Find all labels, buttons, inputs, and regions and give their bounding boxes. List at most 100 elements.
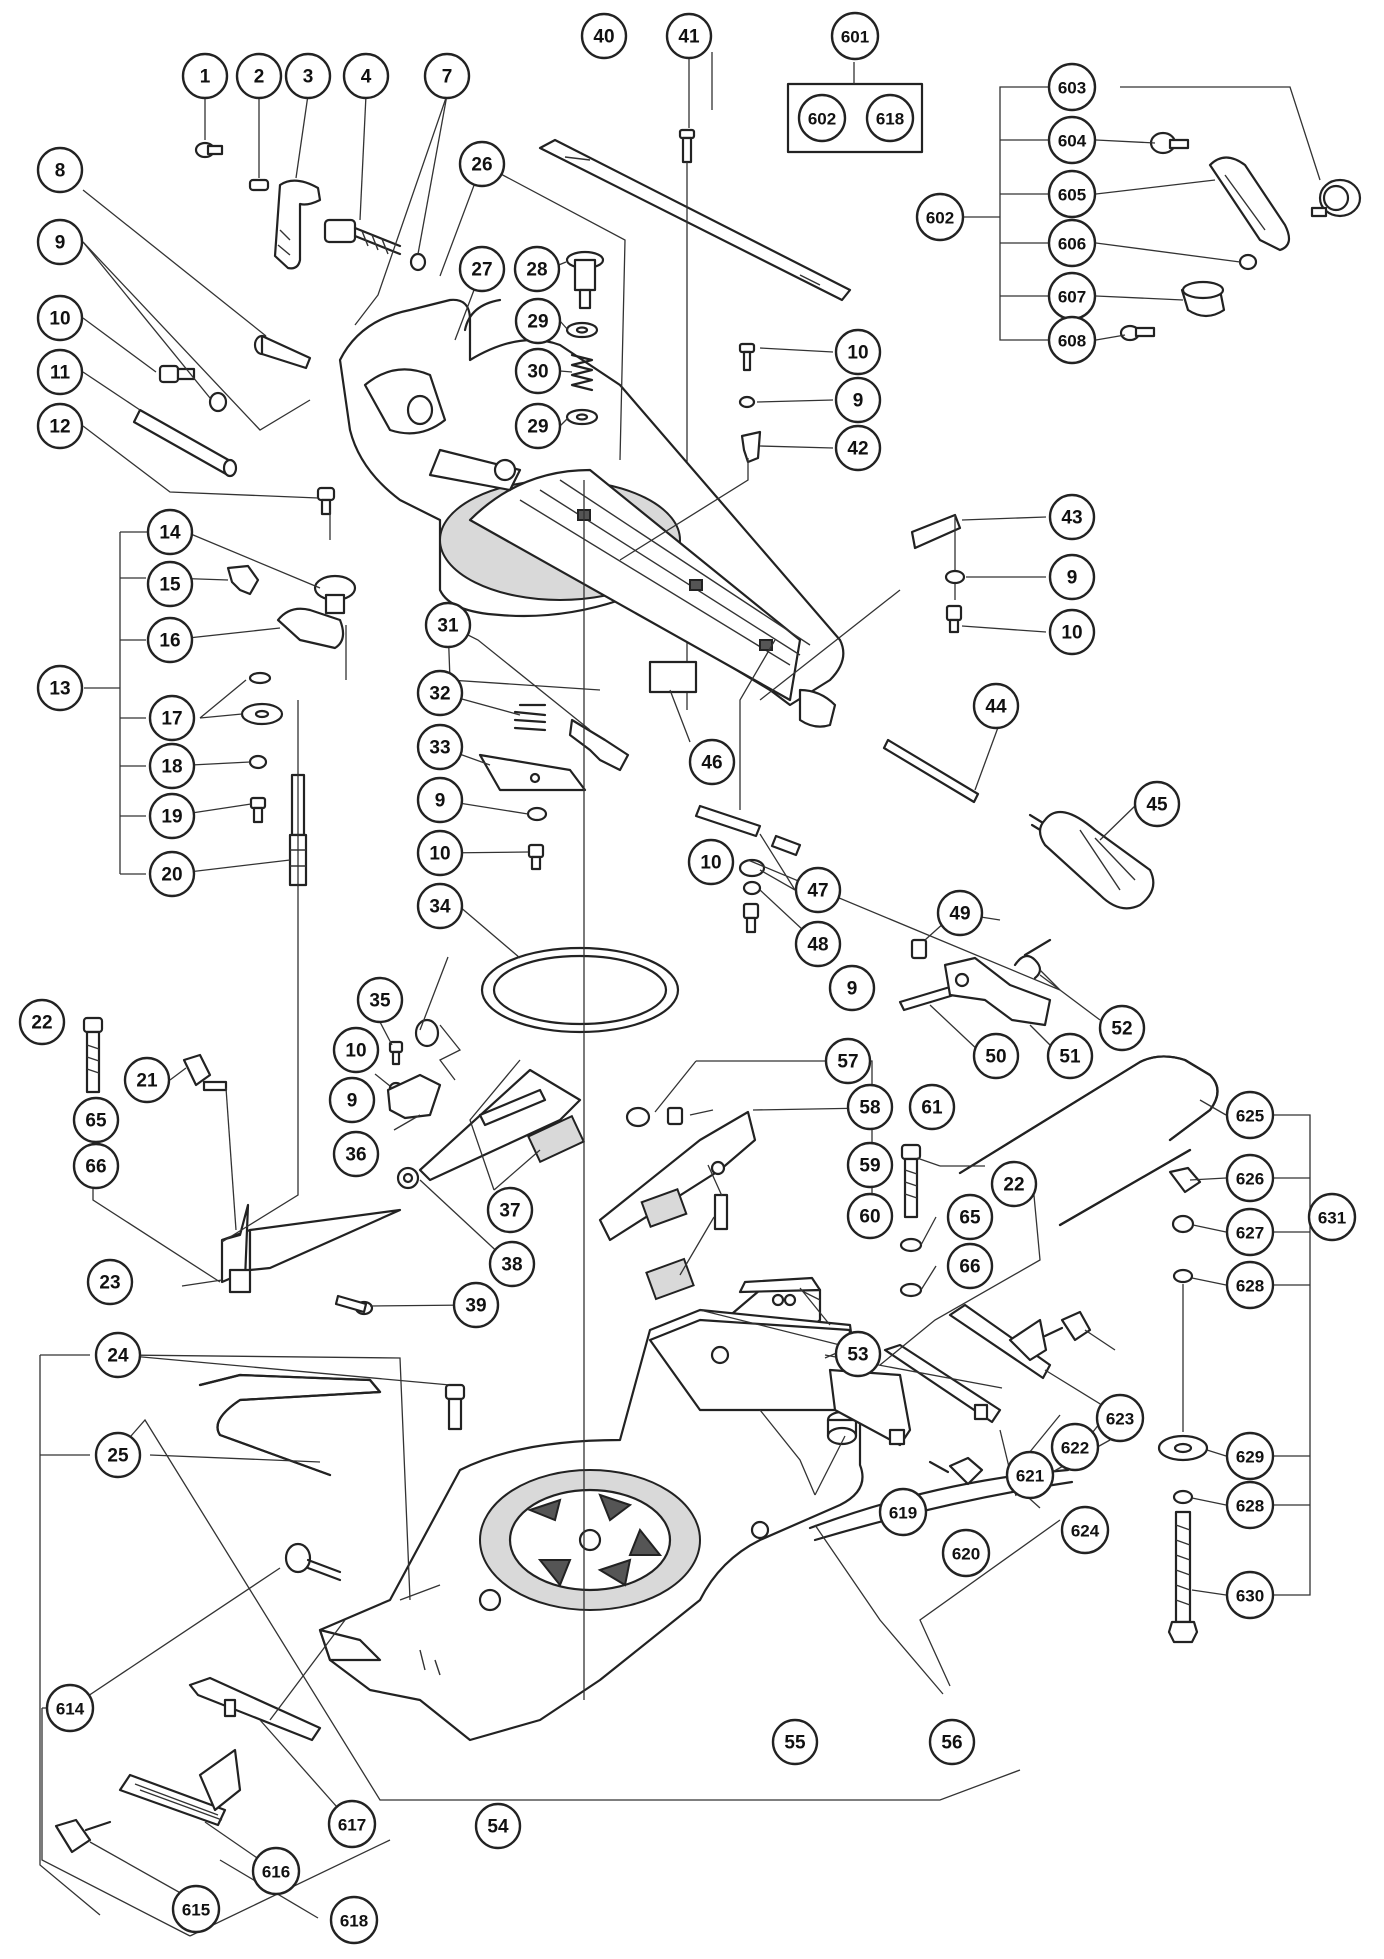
callout-label: 48	[807, 935, 828, 956]
callout-label: 616	[262, 1863, 290, 1882]
callout-c9e: 9	[1048, 553, 1096, 601]
part-32-spring	[513, 703, 547, 732]
part-1-screw	[194, 141, 224, 159]
callout-label: 41	[678, 27, 700, 48]
callout-c52: 52	[1098, 1004, 1146, 1052]
callout-c51: 51	[1046, 1032, 1094, 1080]
callout-c2: 2	[235, 52, 283, 100]
callout-label: 619	[889, 1504, 917, 1523]
callout-label: 4	[361, 67, 372, 88]
callout-c46: 46	[688, 738, 736, 786]
part-606-washer	[1238, 253, 1258, 271]
part-622-stop	[948, 1303, 1052, 1380]
callout-label: 7	[442, 67, 453, 88]
callout-label: 617	[338, 1816, 366, 1835]
part-47-rod-a	[694, 804, 762, 838]
part-16-clamp-arm	[276, 607, 345, 650]
callout-label: 27	[471, 260, 492, 281]
part-10-bolt-48	[742, 902, 760, 934]
callout-label: 24	[107, 1346, 129, 1367]
callout-label: 11	[50, 363, 71, 384]
callout-c44: 44	[972, 682, 1020, 730]
part-7-ring	[409, 252, 427, 272]
part-35-nut	[414, 1018, 440, 1048]
callout-c15: 15	[146, 560, 194, 608]
callout-c11: 11	[36, 348, 84, 396]
callout-c9b: 9	[416, 776, 464, 824]
callout-c42: 42	[834, 424, 882, 472]
part-11-pin	[132, 408, 238, 478]
callout-label: 42	[847, 439, 868, 460]
part-630-bolt	[1167, 1510, 1199, 1644]
callout-label: 28	[526, 260, 547, 281]
part-603-knob	[1310, 178, 1362, 218]
callout-label: 16	[159, 631, 180, 652]
part-22-bolt-right	[900, 1143, 922, 1219]
callout-label: 9	[853, 391, 864, 412]
callout-c47: 47	[794, 866, 842, 914]
callout-c49: 49	[936, 889, 984, 937]
part-46-label	[648, 660, 698, 694]
callout-c18: 18	[148, 742, 196, 790]
callout-c627: 627	[1225, 1207, 1275, 1257]
part-33-plate	[478, 753, 587, 792]
callout-c37: 37	[486, 1186, 534, 1234]
part-9-washer	[208, 391, 228, 413]
callout-label: 9	[347, 1091, 358, 1112]
callout-label: 14	[159, 523, 181, 544]
part-43-plate	[910, 513, 962, 600]
callout-c39: 39	[452, 1281, 500, 1329]
callout-c615: 615	[171, 1884, 221, 1934]
callout-label: 36	[345, 1145, 366, 1166]
callout-c10d: 10	[834, 328, 882, 376]
callout-c629: 629	[1225, 1431, 1275, 1481]
part-625-handle	[958, 1055, 1219, 1227]
callout-c55: 55	[771, 1718, 819, 1766]
part-40-bar	[538, 138, 852, 302]
callout-c61: 61	[908, 1083, 956, 1131]
callout-c616: 616	[251, 1846, 301, 1896]
part-57-screw	[625, 1106, 651, 1128]
callout-label: 623	[1106, 1410, 1134, 1429]
callout-c54: 54	[474, 1802, 522, 1850]
callout-c628b: 628	[1225, 1480, 1275, 1530]
part-58-screw	[666, 1106, 684, 1126]
callout-label: 630	[1236, 1587, 1264, 1606]
part-51-lever	[943, 956, 1052, 1027]
part-66-washer-right	[899, 1282, 923, 1298]
part-36-bracket	[386, 1073, 442, 1120]
callout-label: 19	[161, 807, 182, 828]
callout-label: 25	[107, 1446, 129, 1467]
callout-c621: 621	[1005, 1450, 1055, 1500]
callout-label: 607	[1058, 288, 1086, 307]
callout-label: 45	[1146, 795, 1168, 816]
callout-c13: 13	[36, 664, 84, 712]
callout-c10c: 10	[332, 1026, 380, 1074]
callout-c8: 8	[36, 146, 84, 194]
callout-c618b: 618	[329, 1895, 379, 1945]
callout-c38: 38	[488, 1240, 536, 1288]
callout-c36: 36	[332, 1130, 380, 1178]
part-22-bolt-left	[82, 1016, 104, 1094]
callout-c607: 607	[1047, 271, 1097, 321]
callout-label: 618	[340, 1912, 368, 1931]
callout-c1: 1	[181, 52, 229, 100]
callout-label: 22	[31, 1013, 52, 1034]
callout-label: 18	[161, 757, 182, 778]
callout-c608: 608	[1047, 315, 1097, 365]
callout-label: 10	[1061, 623, 1082, 644]
callout-c628a: 628	[1225, 1260, 1275, 1310]
saw-head-assembly	[338, 298, 845, 728]
part-10-screw-right	[738, 342, 756, 372]
callout-c27: 27	[458, 245, 506, 293]
callout-c24: 24	[94, 1331, 142, 1379]
part-9-washer-33	[526, 806, 548, 822]
callout-c66b: 66	[946, 1242, 994, 1290]
callout-label: 2	[254, 67, 265, 88]
part-37-guard	[396, 1068, 585, 1190]
callout-label: 620	[952, 1545, 980, 1564]
callout-label: 17	[161, 709, 182, 730]
callout-label: 32	[429, 684, 450, 705]
callout-label: 627	[1236, 1224, 1264, 1243]
